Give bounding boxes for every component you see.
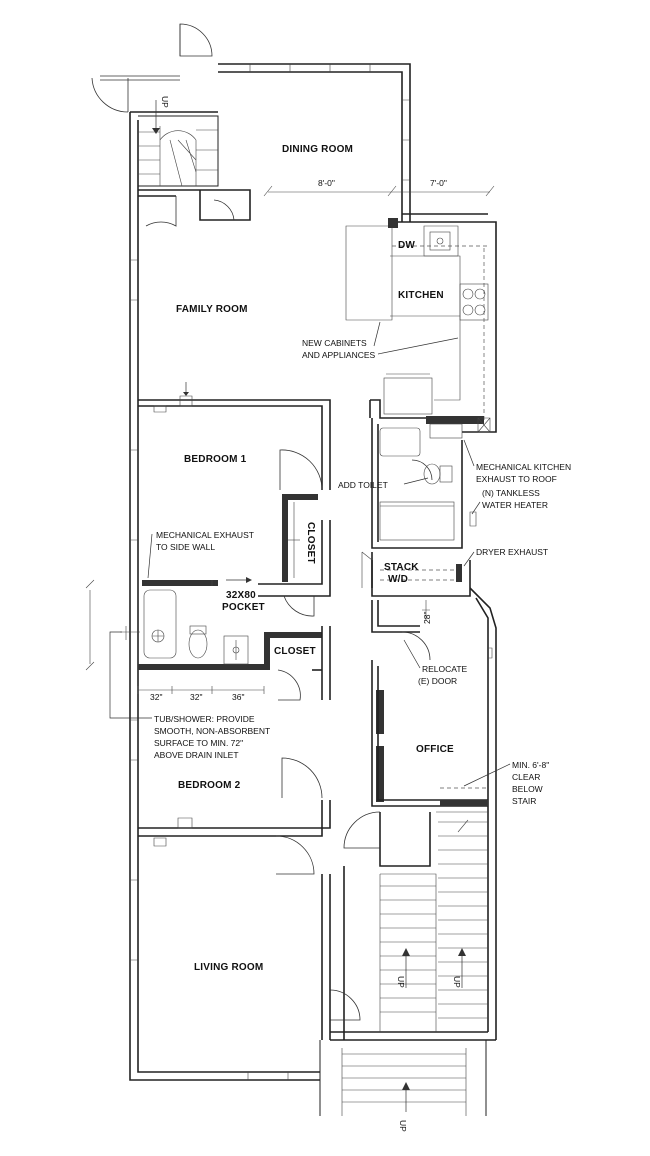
wd-label: W/D bbox=[388, 574, 408, 585]
note-tub-3: SURFACE TO MIN. 72" bbox=[154, 738, 243, 748]
stair-up-label-top: UP bbox=[160, 96, 170, 108]
pocket-line2: POCKET bbox=[222, 602, 265, 613]
annotations: NEW CABINETS AND APPLIANCES MECHANICAL E… bbox=[109, 321, 571, 806]
note-cabinets-1: NEW CABINETS bbox=[302, 338, 367, 348]
note-add-toilet: ADD TOILET bbox=[338, 480, 388, 490]
note-relocate-2: (E) DOOR bbox=[418, 676, 457, 686]
note-relocate-1: RELOCATE bbox=[422, 664, 468, 674]
note-water-heater-1: (N) TANKLESS bbox=[482, 488, 540, 498]
dim-dining-left: 8'-0" bbox=[318, 178, 335, 188]
dim-bath-2: 32" bbox=[190, 692, 202, 702]
pocket-line1: 32X80 bbox=[226, 590, 256, 601]
interior-walls-upper bbox=[138, 189, 331, 597]
dining-dimensions: 8'-0" 7'-0" bbox=[263, 178, 495, 197]
bedroom-2-label: BEDROOM 2 bbox=[178, 780, 241, 791]
note-clear-3: BELOW bbox=[512, 784, 543, 794]
dining-room-label: DINING ROOM bbox=[282, 144, 353, 155]
kitchen-area: DW KITCHEN bbox=[345, 218, 491, 439]
note-kitchen-exhaust-2: EXHAUST TO ROOF bbox=[476, 474, 557, 484]
note-mech-exhaust-1: MECHANICAL EXHAUST bbox=[156, 530, 254, 540]
note-tub-2: SMOOTH, NON-ABSORBENT bbox=[154, 726, 270, 736]
dim-dining-right: 7'-0" bbox=[430, 178, 447, 188]
top-stair: UP bbox=[138, 96, 219, 187]
note-clear-4: STAIR bbox=[512, 796, 536, 806]
center-bath bbox=[371, 418, 477, 549]
left-bath: 32" 32" 36" CLOSET 32X80 POCKET bbox=[85, 577, 331, 702]
note-clear-1: MIN. 6'-8" bbox=[512, 760, 549, 770]
closet-label: CLOSET bbox=[274, 646, 316, 657]
note-tub-4: ABOVE DRAIN INLET bbox=[154, 750, 239, 760]
dim-bath-3: 36" bbox=[232, 692, 244, 702]
stair-up-label-left: UP bbox=[396, 976, 406, 988]
stair-up-label-right: UP bbox=[452, 976, 462, 988]
dim-bath-1: 32" bbox=[150, 692, 162, 702]
office-and-lower-stairs: 28" UP UP UP bbox=[329, 600, 493, 1132]
note-kitchen-exhaust-1: MECHANICAL KITCHEN bbox=[476, 462, 571, 472]
dim-office-door: 28" bbox=[422, 612, 432, 624]
stair-up-label-bottom: UP bbox=[398, 1120, 408, 1132]
lower-left-walls bbox=[138, 382, 331, 1040]
closet-vertical-label: CLOSET bbox=[305, 522, 316, 564]
note-mech-exhaust-2: TO SIDE WALL bbox=[156, 542, 215, 552]
note-dryer-exhaust: DRYER EXHAUST bbox=[476, 547, 548, 557]
note-water-heater-2: WATER HEATER bbox=[482, 500, 548, 510]
room-labels: DINING ROOM FAMILY ROOM BEDROOM 1 OFFICE… bbox=[176, 144, 454, 973]
stack-wd: STACK W/D bbox=[361, 551, 471, 597]
office-label: OFFICE bbox=[416, 744, 454, 755]
dw-label: DW bbox=[398, 240, 415, 251]
stack-label: STACK bbox=[384, 562, 419, 573]
family-room-label: FAMILY ROOM bbox=[176, 304, 248, 315]
bedroom1-closet: CLOSET bbox=[282, 494, 318, 582]
entry-door-top bbox=[91, 23, 213, 113]
kitchen-label: KITCHEN bbox=[398, 290, 444, 301]
note-clear-2: CLEAR bbox=[512, 772, 540, 782]
exterior-walls bbox=[129, 63, 497, 1116]
note-tub-1: TUB/SHOWER: PROVIDE bbox=[154, 714, 255, 724]
living-room-label: LIVING ROOM bbox=[194, 962, 263, 973]
note-cabinets-2: AND APPLIANCES bbox=[302, 350, 376, 360]
bedroom-1-label: BEDROOM 1 bbox=[184, 454, 247, 465]
